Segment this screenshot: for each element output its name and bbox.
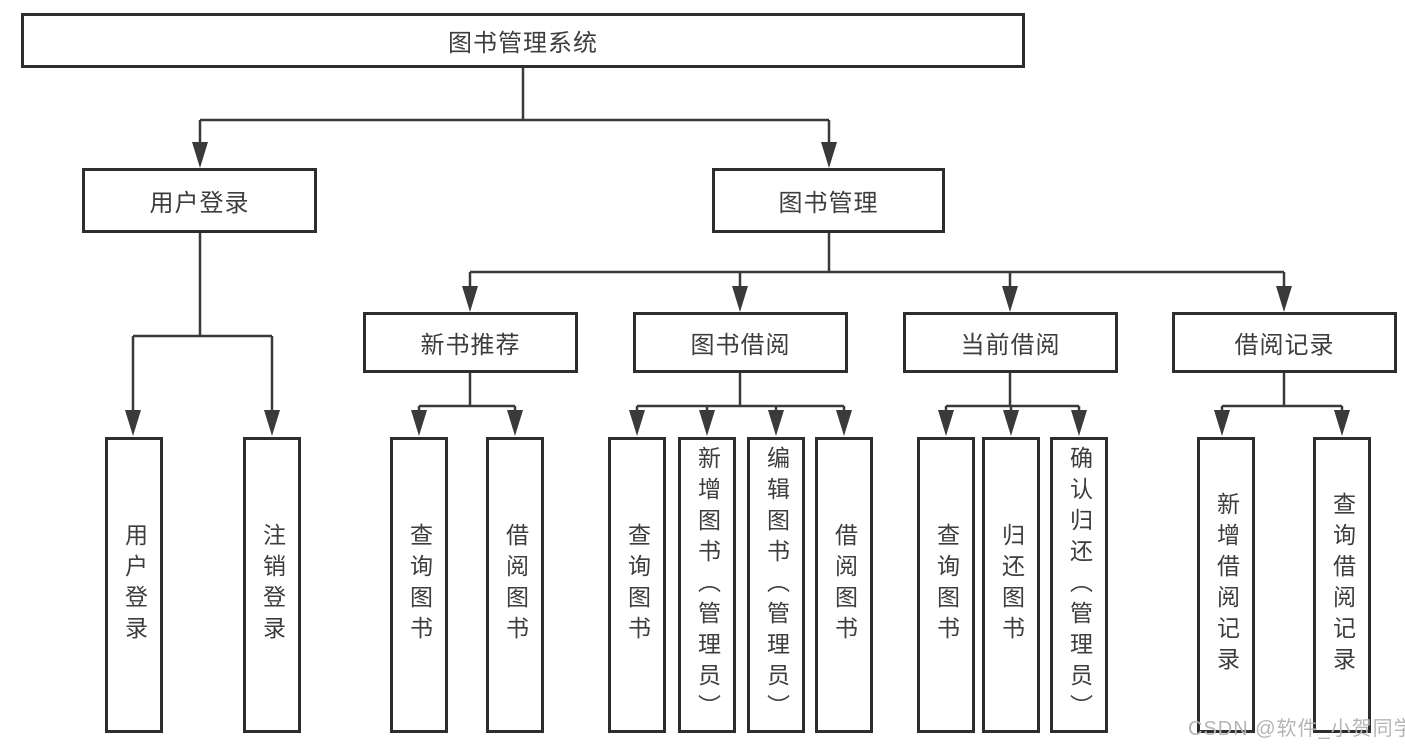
arrow-down-icon [938,410,954,436]
leaf-node-query-borrow-record: 查询借阅记录 [1313,437,1371,733]
node-new-book-recommend: 新书推荐 [363,312,578,373]
leaf-label: 新增借阅记录 [1213,492,1240,678]
root-node-label: 图书管理系统 [448,30,598,57]
connector-userlogin-split [131,232,274,413]
arrow-down-icon [1071,410,1087,436]
leaf-node-query-books: 查询图书 [608,437,666,733]
arrow-down-icon [1002,286,1018,312]
leaf-label: 确认归还（管理员） [1066,445,1093,725]
node-user-login: 用户登录 [82,168,317,233]
leaf-label: 注销登录 [259,523,286,647]
leaf-label: 借阅图书 [831,523,858,647]
connector-currentborrow-split [944,373,1081,413]
arrow-down-icon [699,410,715,436]
connector-records-split [1220,373,1344,413]
leaf-node-query-books: 查询图书 [390,437,448,733]
node-borrow-records-label: 借阅记录 [1234,332,1335,359]
leaf-label: 查询借阅记录 [1329,492,1356,678]
leaf-label: 借阅图书 [502,523,529,647]
root-node-book-management-system: 图书管理系统 [21,13,1025,68]
node-borrow-records: 借阅记录 [1172,312,1397,373]
leaf-label: 归还图书 [998,523,1025,647]
arrow-down-icon [264,410,280,436]
leaf-node-return-books: 归还图书 [982,437,1040,733]
leaf-node-user-login: 用户登录 [105,437,163,733]
node-book-borrow-label: 图书借阅 [690,332,791,359]
leaf-node-add-books-admin: 新增图书（管理员） [678,437,736,733]
node-new-book-recommend-label: 新书推荐 [420,332,521,359]
node-book-management-label: 图书管理 [778,190,879,217]
leaf-node-confirm-return-admin: 确认归还（管理员） [1050,437,1108,733]
leaf-label: 新增图书（管理员） [694,445,721,725]
node-book-borrow: 图书借阅 [633,312,848,373]
arrow-down-icon [1214,410,1230,436]
leaf-label: 查询图书 [624,523,651,647]
arrow-down-icon [1003,410,1019,436]
leaf-node-edit-books-admin: 编辑图书（管理员） [747,437,805,733]
arrow-down-icon [192,142,208,168]
arrow-down-icon [629,410,645,436]
leaf-node-borrow-books: 借阅图书 [486,437,544,733]
node-current-borrow: 当前借阅 [903,312,1118,373]
leaf-node-add-borrow-record: 新增借阅记录 [1197,437,1255,733]
leaf-label: 用户登录 [121,523,148,647]
leaf-label: 编辑图书（管理员） [763,445,790,725]
connector-bookborrow-split [635,373,846,413]
arrow-down-icon [1334,410,1350,436]
leaf-label: 查询图书 [933,523,960,647]
leaf-node-query-books: 查询图书 [917,437,975,733]
leaf-node-logout: 注销登录 [243,437,301,733]
csdn-watermark: CSDN @软件_小贺同学 [1188,718,1405,740]
arrow-down-icon [821,142,837,168]
arrow-down-icon [462,286,478,312]
arrowheads [125,142,1350,436]
node-current-borrow-label: 当前借阅 [960,332,1061,359]
node-book-management: 图书管理 [712,168,945,233]
arrow-down-icon [768,410,784,436]
arrow-down-icon [411,410,427,436]
leaf-label: 查询图书 [406,523,433,647]
arrow-down-icon [507,410,523,436]
connector-root-split [198,68,831,146]
arrow-down-icon [836,410,852,436]
arrow-down-icon [1276,286,1292,312]
connector-bookmgmt-split [468,233,1286,290]
connector-newbooks-split [417,373,517,413]
node-user-login-label: 用户登录 [149,190,250,217]
leaf-node-borrow-books: 借阅图书 [815,437,873,733]
arrow-down-icon [732,286,748,312]
arrow-down-icon [125,410,141,436]
